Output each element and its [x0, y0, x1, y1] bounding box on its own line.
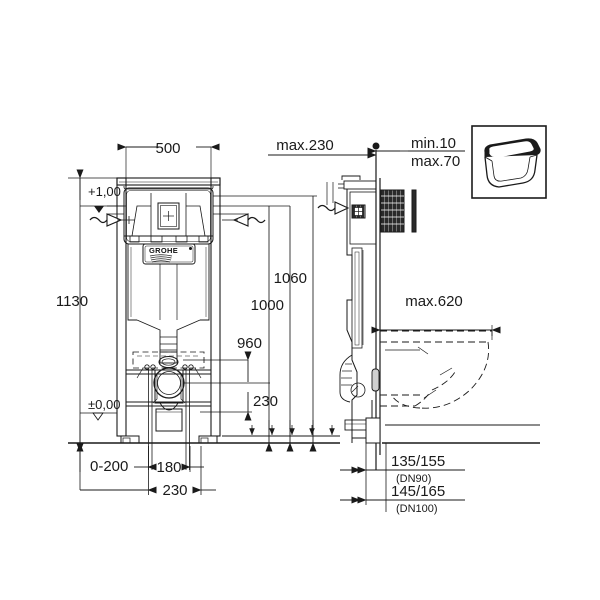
floor-lines — [68, 424, 540, 444]
label-elevation-upper: +1,00 — [88, 184, 121, 199]
dimension-frame-height — [68, 169, 126, 452]
dimension-outlet-height — [183, 351, 252, 421]
label-dn90-note: (DN90) — [396, 473, 431, 485]
grohe-logo: GROHE — [149, 246, 192, 263]
label-projection-max: max.620 — [405, 293, 463, 310]
dimension-height-1060 — [213, 195, 317, 452]
label-height-1060: 1060 — [274, 270, 307, 287]
svg-text:GROHE: GROHE — [149, 246, 178, 255]
water-supply-symbol-left — [89, 213, 135, 227]
label-height-960: 960 — [237, 335, 262, 352]
wall-hung-toilet-illustration — [484, 138, 541, 188]
water-supply-symbol-side — [317, 182, 350, 215]
label-wall-offset-max: max.230 — [276, 137, 334, 154]
label-outlet-spacing-230: 230 — [162, 482, 187, 499]
dimension-wall-offset-max — [268, 150, 377, 182]
label-frame-height: 1130 — [56, 293, 88, 310]
water-supply-symbol-right — [222, 213, 266, 227]
side-section-view — [338, 150, 493, 470]
label-outlet-height: 230 — [253, 393, 278, 410]
label-dn100-offset: 145/165 — [391, 483, 445, 500]
dimension-frame-width — [117, 143, 220, 182]
label-elevation-floor: ±0,00 — [88, 397, 120, 412]
floor-hatch — [249, 425, 335, 436]
product-inset-box — [471, 125, 547, 199]
front-elevation-frame: GROHE — [107, 177, 290, 470]
label-flush-plate-depth-max: max.70 — [411, 153, 460, 170]
label-height-1000: 1000 — [251, 297, 284, 314]
label-dn100-note: (DN100) — [396, 503, 438, 515]
label-foot-adjust-range: 0-200 — [90, 458, 128, 475]
datum-marker-floor — [80, 412, 117, 421]
label-outlet-spacing-180: 180 — [156, 459, 181, 476]
label-flush-plate-depth-min: min.10 — [411, 135, 456, 152]
dimension-outlet-180 — [134, 446, 204, 472]
dimension-foot-adjust — [76, 443, 157, 495]
datum-marker-upper — [80, 205, 126, 213]
label-frame-width: 500 — [155, 140, 180, 157]
dimension-projection-max — [371, 325, 501, 340]
dimension-outlet-230 — [192, 446, 216, 495]
label-dn90-offset: 135/155 — [391, 453, 445, 470]
dimension-flush-plate-depth — [367, 142, 465, 155]
